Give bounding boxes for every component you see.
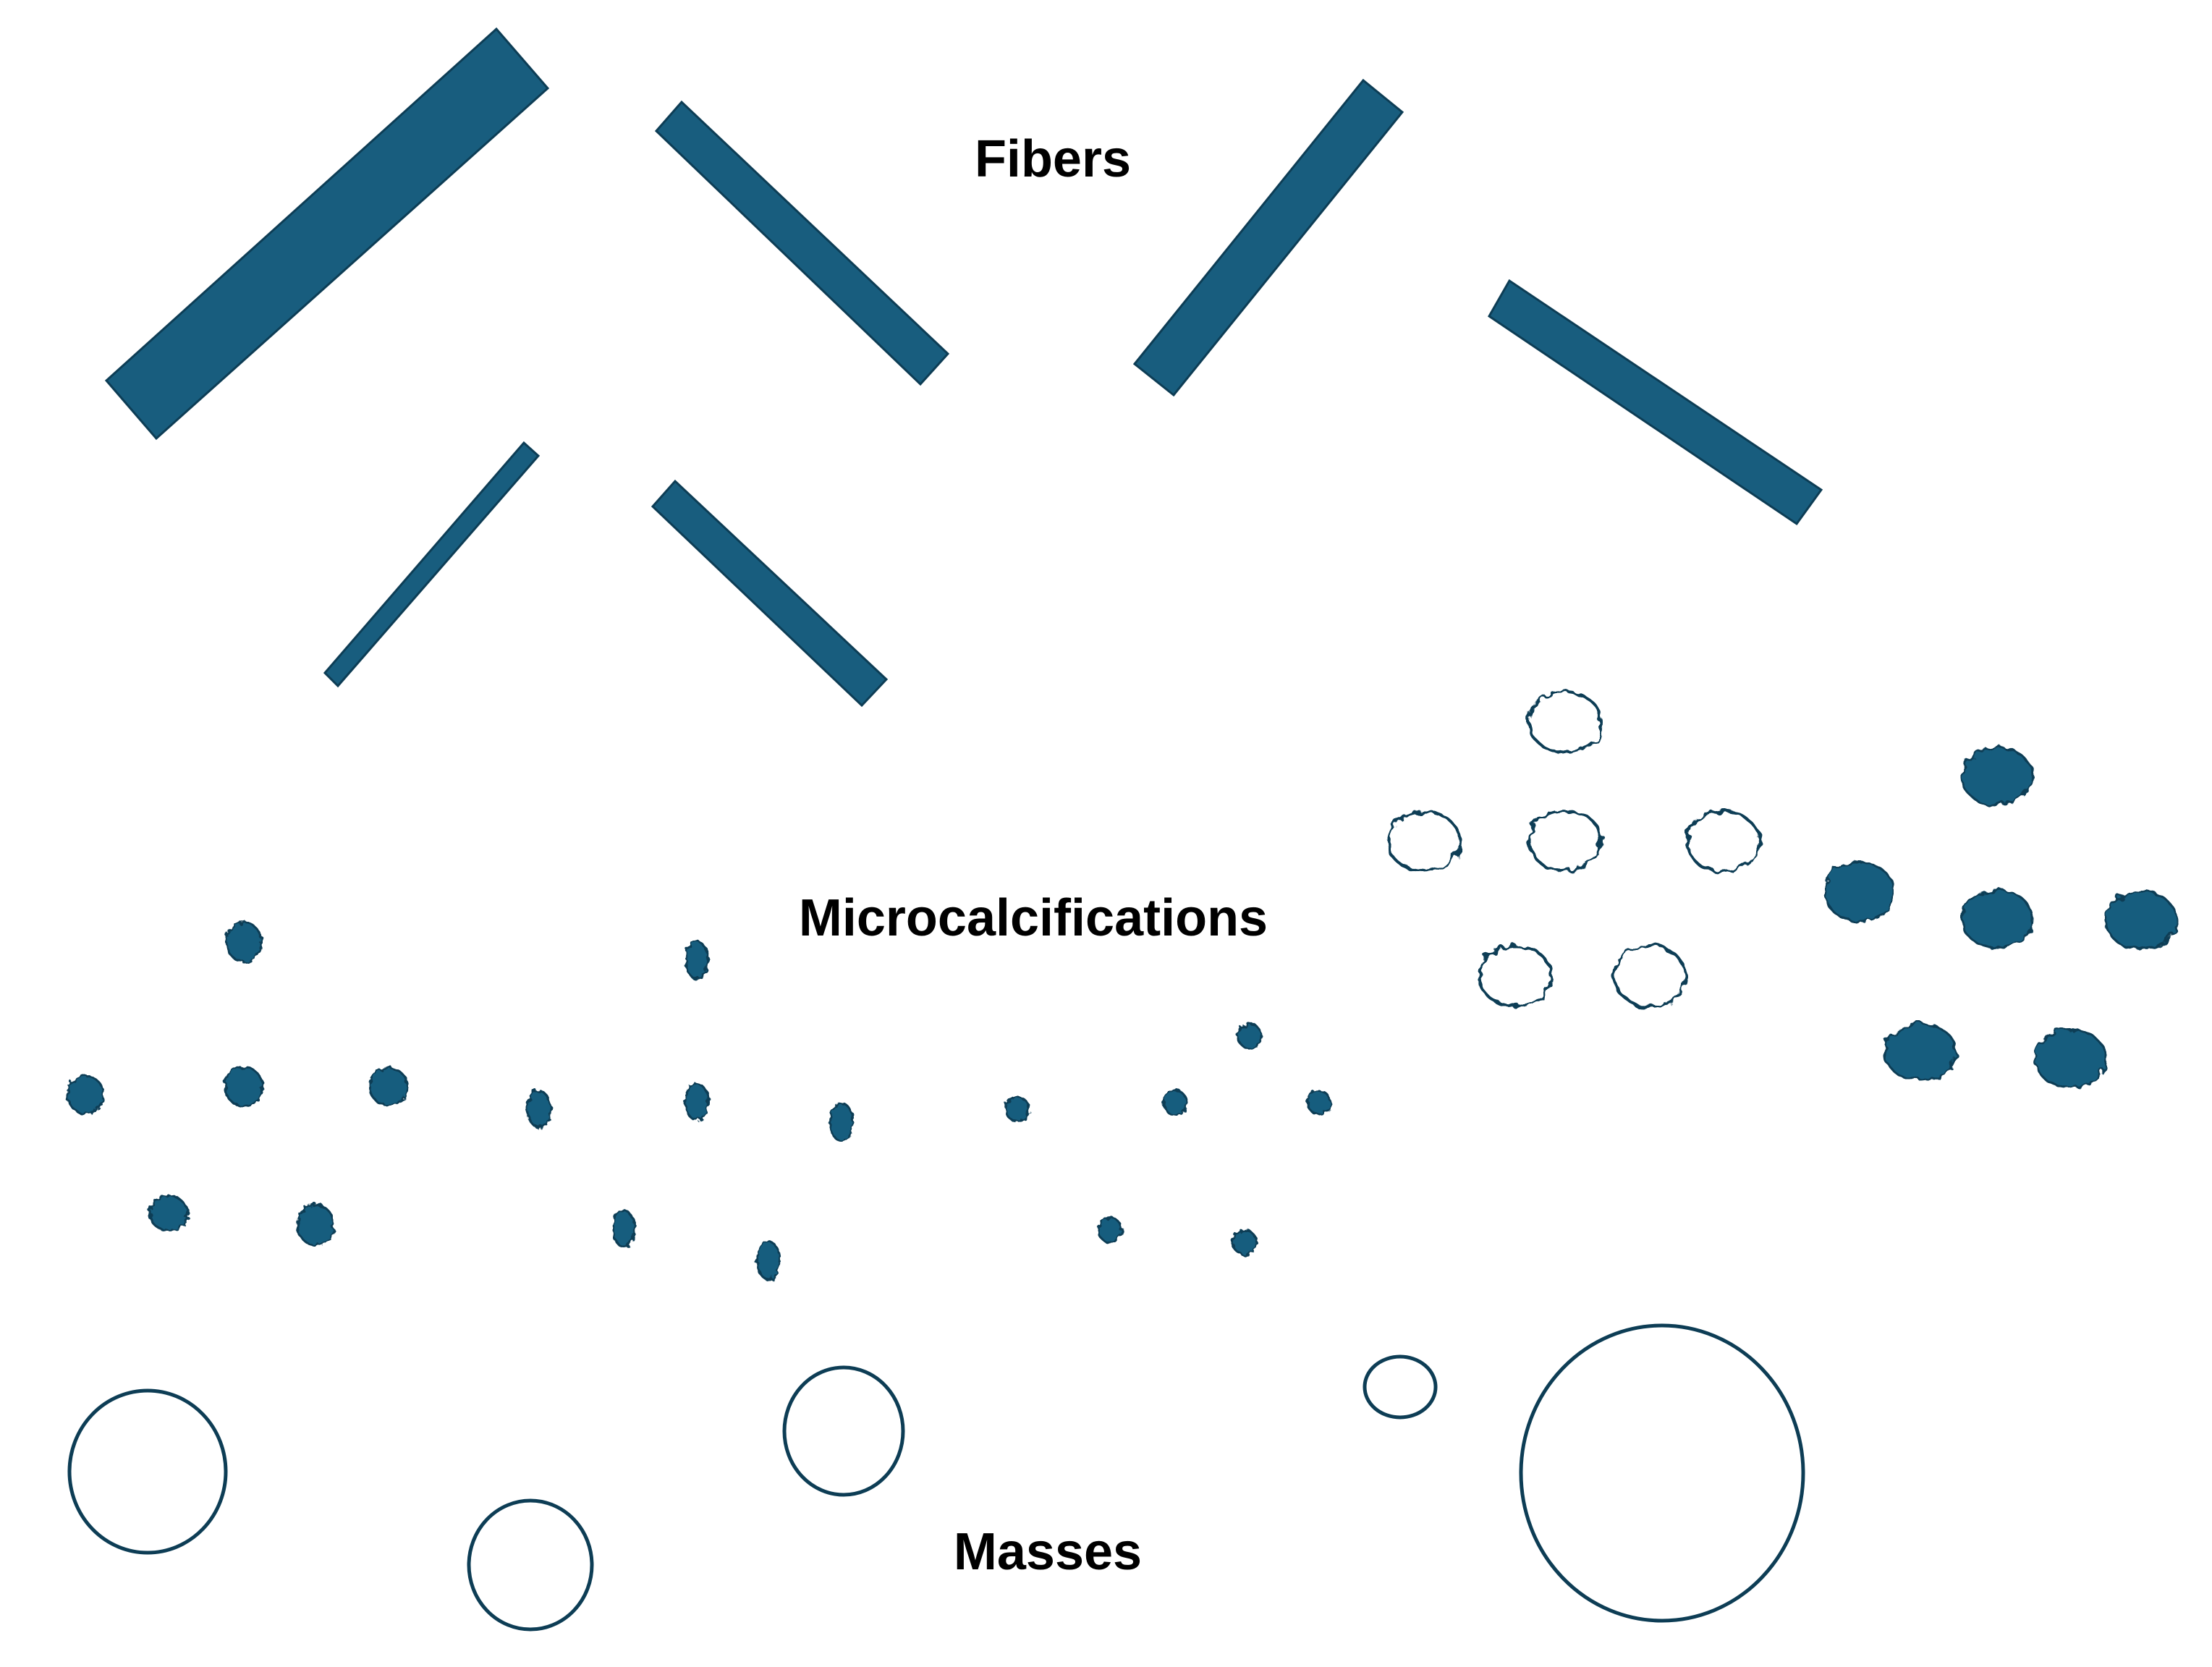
calcification-1 bbox=[225, 921, 263, 963]
calcification-16 bbox=[1306, 1090, 1332, 1116]
outline-calcification-3 bbox=[1527, 809, 1603, 873]
large-calcification-1 bbox=[1960, 746, 2034, 807]
mass-1 bbox=[67, 1388, 228, 1555]
calcification-4 bbox=[368, 1066, 409, 1107]
large-calcification-2 bbox=[1823, 860, 1895, 922]
microcalcifications-group bbox=[66, 690, 2178, 1281]
calcification-5 bbox=[148, 1195, 189, 1232]
outline-calcification-cluster bbox=[1386, 690, 1760, 1008]
fibers-group bbox=[104, 27, 1823, 708]
calcification-17 bbox=[1097, 1216, 1123, 1244]
calcification-2 bbox=[66, 1074, 105, 1115]
fiber-6 bbox=[651, 479, 889, 708]
outline-calcification-6 bbox=[1612, 944, 1687, 1008]
microcalcifications-label: Microcalcifications bbox=[799, 889, 1268, 947]
calcification-9 bbox=[684, 1082, 710, 1121]
outline-calcification-1 bbox=[1527, 690, 1603, 754]
mass-5 bbox=[1519, 1323, 1805, 1623]
fiber-3 bbox=[1132, 78, 1404, 397]
calcification-7 bbox=[685, 940, 709, 980]
mass-4 bbox=[1363, 1354, 1438, 1420]
masses-group bbox=[67, 1323, 1805, 1632]
large-calcification-6 bbox=[2033, 1028, 2107, 1089]
fiber-2 bbox=[654, 100, 950, 386]
fiber-4 bbox=[1488, 279, 1823, 526]
masses-label: Masses bbox=[954, 1523, 1142, 1581]
fiber-5 bbox=[323, 441, 541, 688]
outline-calcification-5 bbox=[1478, 944, 1553, 1008]
large-calcification-5 bbox=[1883, 1022, 1957, 1082]
fiber-1 bbox=[104, 27, 550, 441]
calcification-8 bbox=[526, 1090, 552, 1129]
mass-2 bbox=[467, 1498, 594, 1632]
large-calcification-4 bbox=[2104, 890, 2178, 951]
calcification-10 bbox=[829, 1102, 855, 1142]
calcification-15 bbox=[1162, 1089, 1188, 1116]
calcification-18 bbox=[1232, 1229, 1258, 1256]
large-calcification-3 bbox=[1960, 888, 2034, 949]
calcification-3 bbox=[224, 1066, 264, 1108]
calcification-6 bbox=[296, 1203, 335, 1247]
small-calcification-cluster bbox=[66, 921, 1332, 1281]
outline-calcification-2 bbox=[1386, 810, 1462, 873]
calcification-11 bbox=[611, 1209, 636, 1248]
mass-3 bbox=[782, 1365, 905, 1497]
outline-calcification-4 bbox=[1685, 810, 1760, 873]
calcification-12 bbox=[755, 1240, 781, 1281]
calcification-13 bbox=[1237, 1022, 1263, 1050]
fibers-label: Fibers bbox=[975, 130, 1131, 188]
filled-calcification-cluster bbox=[1823, 746, 2178, 1089]
calcification-14 bbox=[1004, 1095, 1030, 1123]
